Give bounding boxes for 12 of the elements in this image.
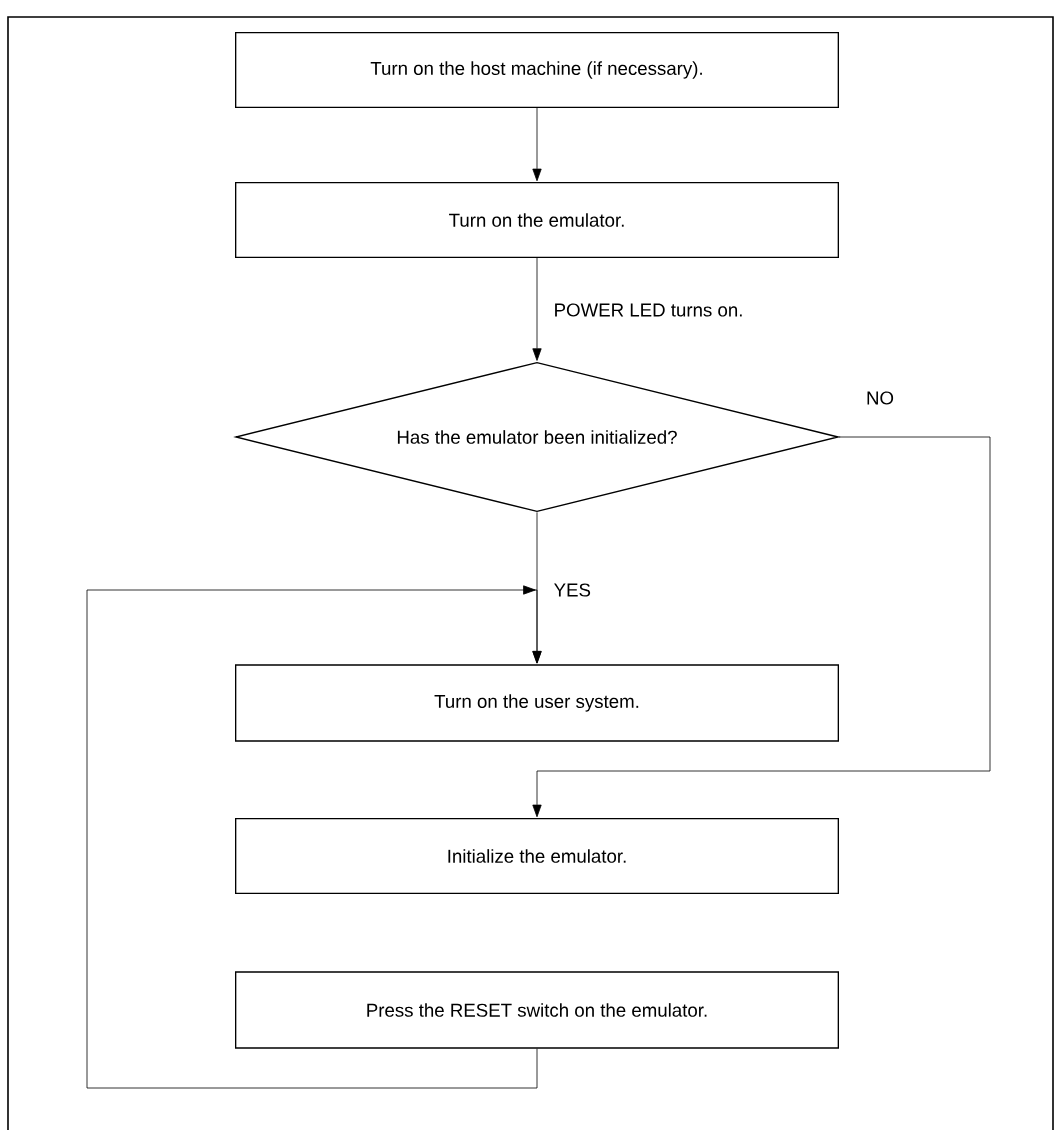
process-box: Turn on the host machine (if necessary). [235,32,839,108]
arrow [86,585,542,1089]
process-box: Turn on the user system. [235,664,839,742]
edge-label: YES [552,582,593,598]
process-box: Press the RESET switch on the emulator. [235,971,839,1049]
edge-label: NO [864,390,896,406]
edge-label: POWER LED turns on. [552,302,745,318]
arrow [532,257,542,361]
arrow [532,436,991,818]
process-box: Turn on the emulator. [235,182,839,258]
arrow [532,107,542,182]
process-box: Initialize the emulator. [235,818,839,894]
